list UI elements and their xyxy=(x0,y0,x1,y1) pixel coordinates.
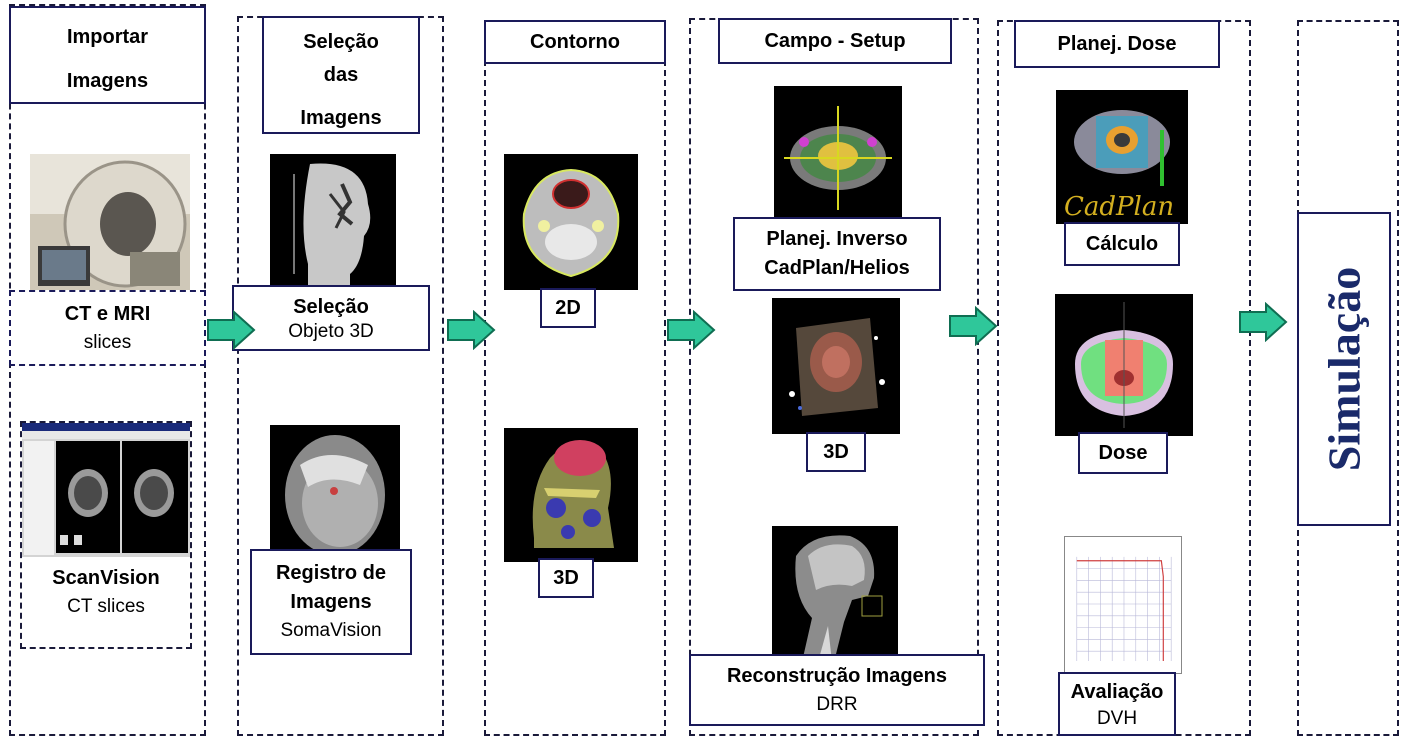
reconstrucao-label: Reconstrução Imagens xyxy=(691,664,983,689)
dose-label: Dose xyxy=(1099,442,1148,464)
avaliacao-label: Avaliação xyxy=(1060,680,1174,705)
importar-title-line2: Imagens xyxy=(11,64,204,98)
ct-axial-contour-image xyxy=(504,154,638,290)
simulacao-title: Simulação xyxy=(1318,267,1371,471)
head-sagittal-icon xyxy=(270,154,396,294)
arrow-3 xyxy=(666,310,716,350)
right-arrow-icon xyxy=(948,306,998,346)
campo-title: Campo - Setup xyxy=(764,30,905,52)
contorno-3d-box: 3D xyxy=(538,558,594,598)
drr-image xyxy=(772,526,898,662)
dose-distribution-icon xyxy=(1055,294,1193,436)
arrow-4 xyxy=(948,306,998,346)
dvh-graph-icon xyxy=(1065,537,1181,673)
right-arrow-icon xyxy=(666,310,716,350)
selecao-title-line1: Seleção xyxy=(264,26,418,59)
calculo-box: Cálculo xyxy=(1064,222,1180,266)
beam-3d-icon xyxy=(772,298,900,434)
avaliacao-box: Avaliação DVH xyxy=(1058,672,1176,736)
beam-3d-image xyxy=(772,298,900,434)
calculo-label: Cálculo xyxy=(1086,233,1158,255)
arrow-1 xyxy=(206,310,256,350)
dvh-graph-image xyxy=(1064,536,1182,674)
contorno-2d-label: 2D xyxy=(555,297,581,319)
reconstrucao-sublabel: DRR xyxy=(691,693,983,717)
arrow-2 xyxy=(446,310,496,350)
ct-mri-sublabel: slices xyxy=(11,331,204,355)
head-registration-icon xyxy=(270,425,400,565)
right-arrow-icon xyxy=(446,310,496,350)
head-3d-render-icon xyxy=(504,428,638,562)
importar-title-line1: Importar xyxy=(11,20,204,54)
right-arrow-icon xyxy=(1238,302,1288,342)
registro-sublabel: SomaVision xyxy=(252,619,410,643)
contorno-3d-label: 3D xyxy=(553,567,579,589)
ct-mri-box: CT e MRI slices xyxy=(9,290,206,366)
drr-icon xyxy=(772,526,898,662)
scanvision-screenshot xyxy=(22,423,190,557)
planej-inverso-line1: Planej. Inverso xyxy=(735,227,939,252)
inverse-plan-image xyxy=(774,86,902,224)
registro-label-line2: Imagens xyxy=(252,590,410,615)
cadplan-logo: CadPlan xyxy=(1064,192,1188,222)
avaliacao-sublabel: DVH xyxy=(1060,707,1174,731)
selecao-title-line2: das xyxy=(264,59,418,92)
selecao-title-box: Seleção das Imagens xyxy=(262,16,420,134)
planej-inverso-line2: CadPlan/Helios xyxy=(735,256,939,281)
inverse-plan-icon xyxy=(774,86,902,224)
campo-3d-box: 3D xyxy=(806,432,866,472)
right-arrow-icon xyxy=(206,310,256,350)
head-sagittal-image xyxy=(270,154,396,294)
dose-title: Planej. Dose xyxy=(1058,33,1177,55)
selecao-objeto-sublabel: Objeto 3D xyxy=(234,320,428,344)
ct-axial-contour-icon xyxy=(504,154,638,290)
registro-box: Registro de Imagens SomaVision xyxy=(250,549,412,655)
dose-distribution-image xyxy=(1055,294,1193,436)
campo-title-box: Campo - Setup xyxy=(718,18,952,64)
contorno-title: Contorno xyxy=(530,31,620,53)
selecao-title-line3: Imagens xyxy=(264,102,418,135)
ct-scanner-photo xyxy=(30,154,190,292)
arrow-5 xyxy=(1238,302,1288,342)
scanvision-label: ScanVision xyxy=(22,566,190,591)
campo-3d-label: 3D xyxy=(823,441,849,463)
contorno-title-box: Contorno xyxy=(484,20,666,64)
contorno-2d-box: 2D xyxy=(540,288,596,328)
simulacao-box: Simulação xyxy=(1297,212,1391,526)
ct-mri-label: CT e MRI xyxy=(11,302,204,327)
scanvision-sublabel: CT slices xyxy=(22,595,190,619)
selecao-objeto-box: Seleção Objeto 3D xyxy=(232,285,430,351)
head-3d-render-image xyxy=(504,428,638,562)
head-registration-image xyxy=(270,425,400,565)
reconstrucao-box: Reconstrução Imagens DRR xyxy=(689,654,985,726)
registro-label-line1: Registro de xyxy=(252,561,410,586)
dose-title-box: Planej. Dose xyxy=(1014,20,1220,68)
scanvision-window-icon xyxy=(22,423,190,557)
planej-inverso-box: Planej. Inverso CadPlan/Helios xyxy=(733,217,941,291)
dose-box: Dose xyxy=(1078,432,1168,474)
column-contorno-frame xyxy=(484,20,666,736)
importar-title-box: Importar Imagens xyxy=(9,6,206,104)
scanvision-label-box: ScanVision CT slices xyxy=(22,566,190,619)
ct-scanner-icon xyxy=(30,154,190,292)
selecao-objeto-label: Seleção xyxy=(234,295,428,320)
